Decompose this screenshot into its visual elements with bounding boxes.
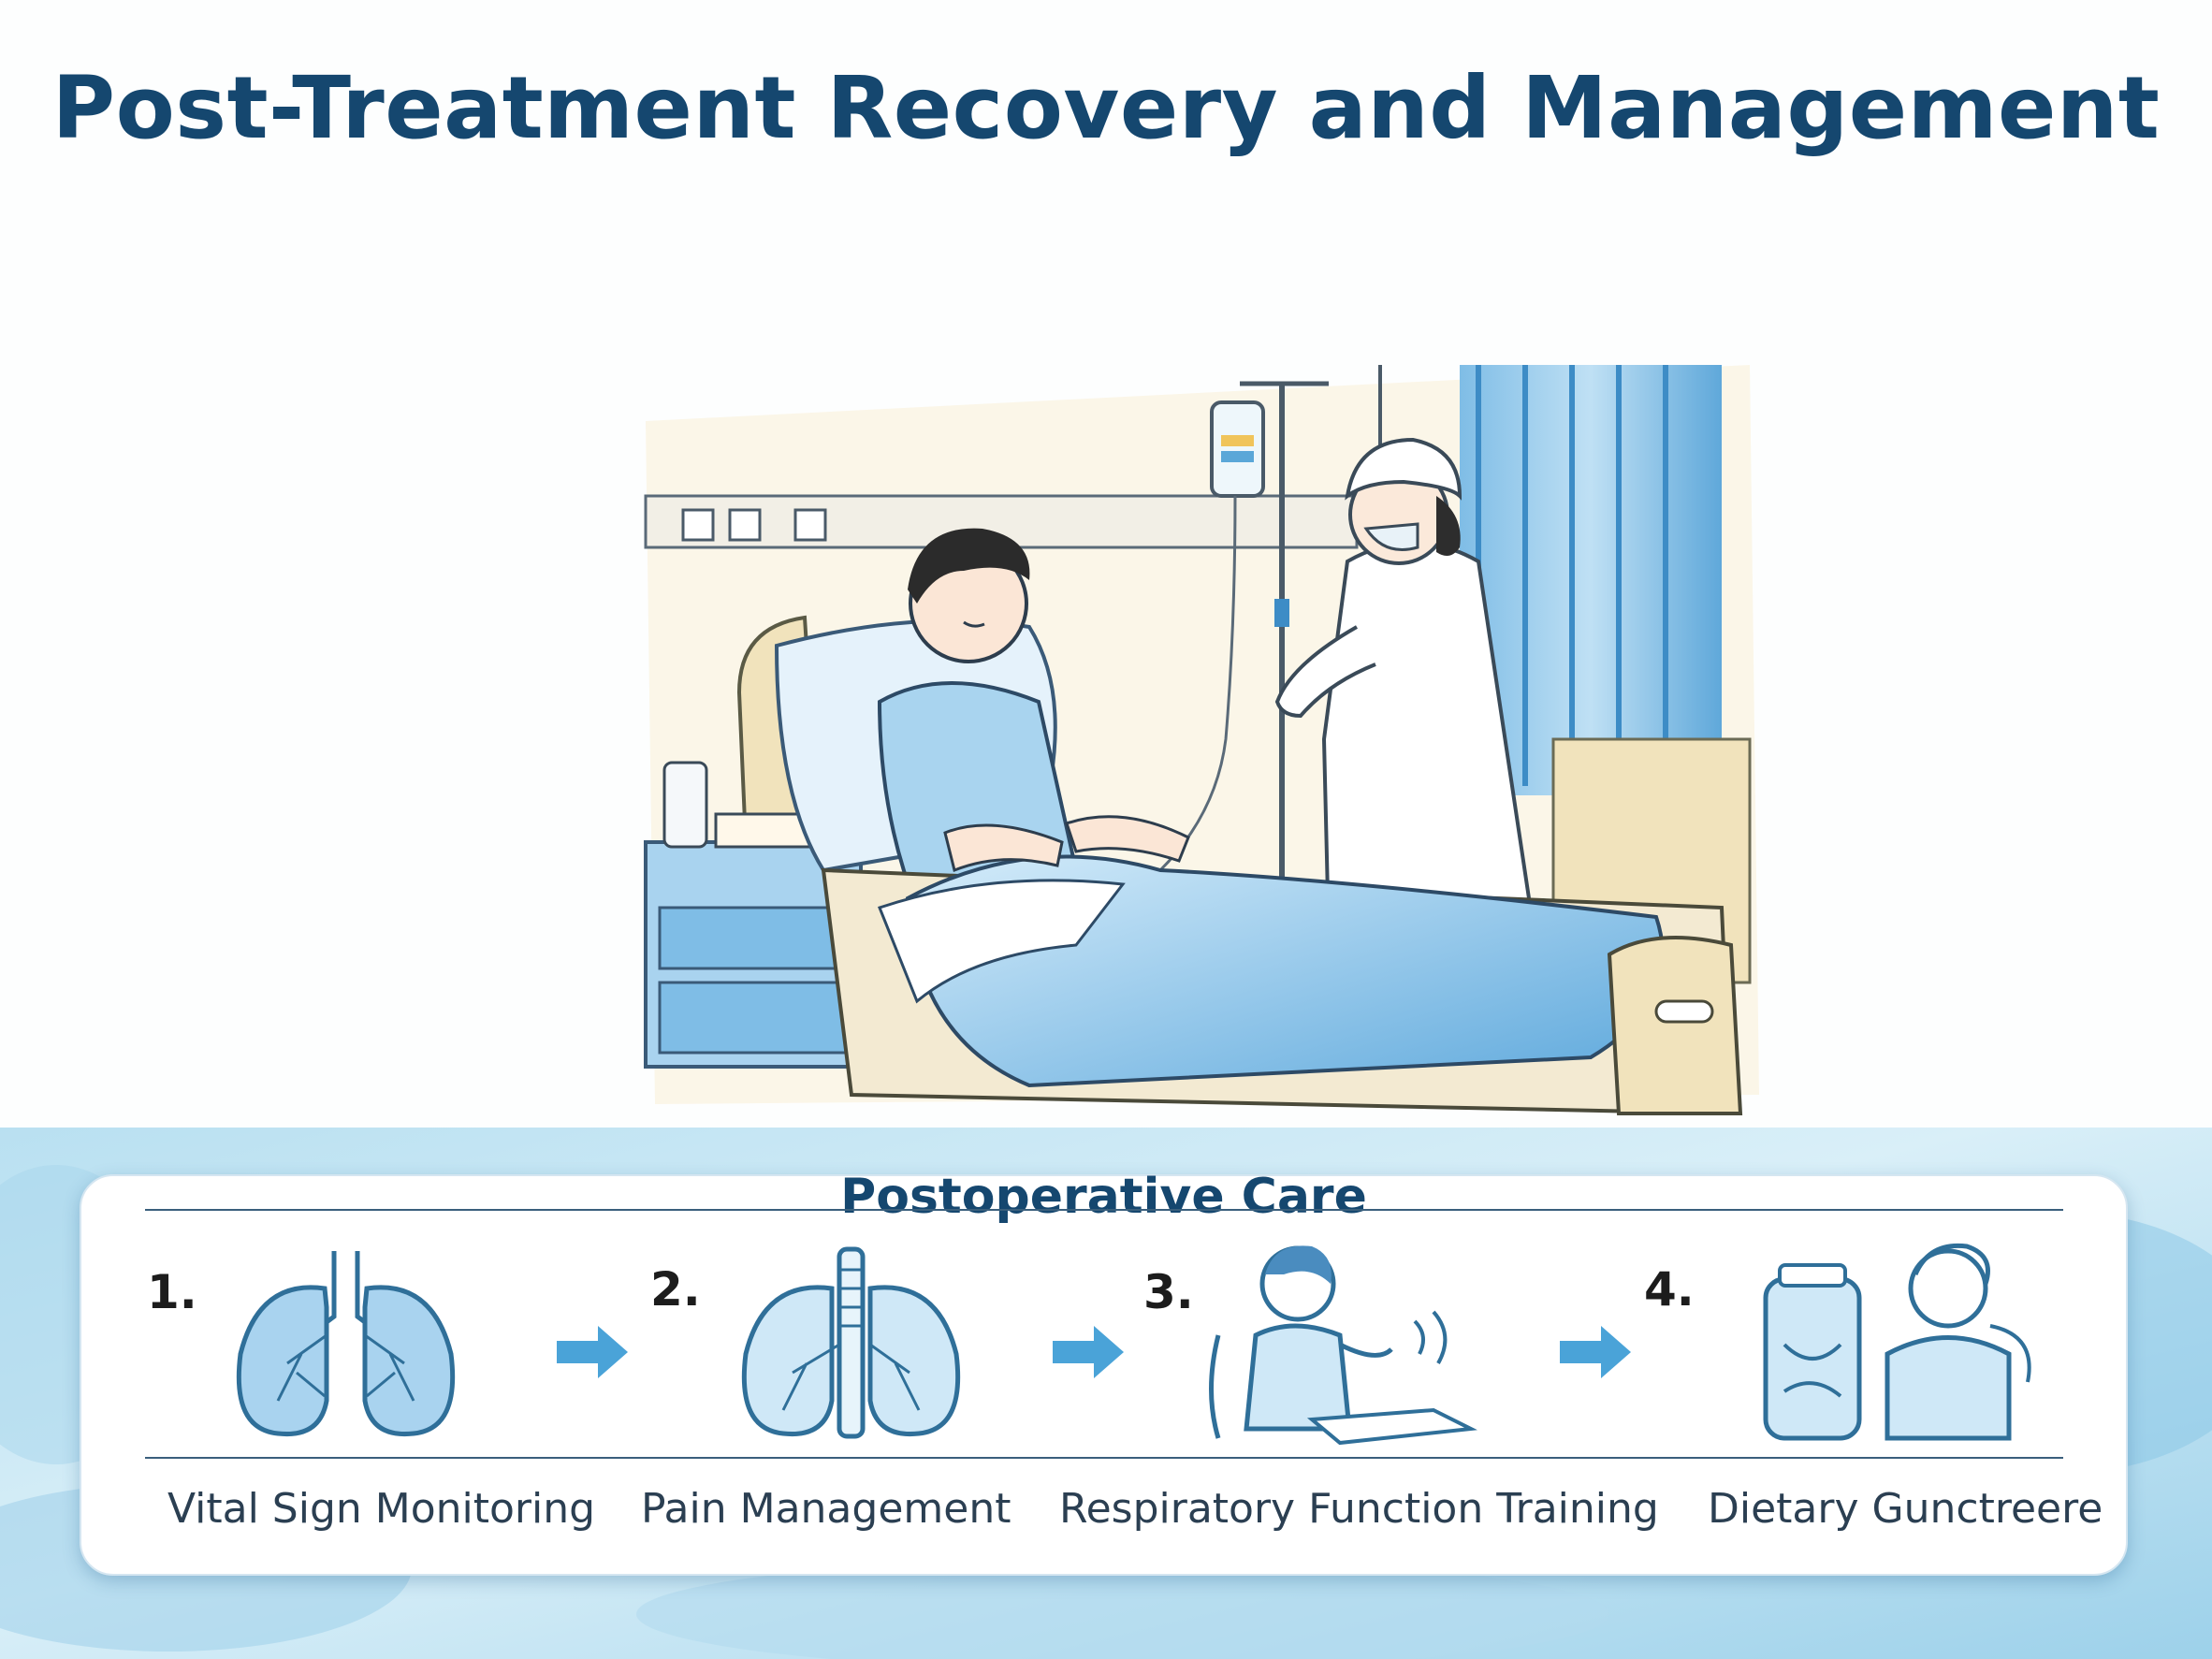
hospital-scene-illustration xyxy=(636,346,1768,1123)
step-arrow-1 xyxy=(557,1326,628,1378)
title-rule xyxy=(145,1209,2063,1211)
lungs-trachea-icon xyxy=(727,1242,975,1443)
step-4-label: Dietary Gunctreere xyxy=(1708,1485,2103,1533)
step-1-number: 1. xyxy=(147,1265,197,1319)
steps-rule xyxy=(145,1457,2063,1459)
step-arrow-3 xyxy=(1560,1326,1631,1378)
step-arrow-2 xyxy=(1053,1326,1124,1378)
lungs-icon xyxy=(222,1242,470,1443)
card-title: Postoperative Care xyxy=(840,1169,1367,1225)
step-2-number: 2. xyxy=(650,1262,701,1317)
page-title: Post-Treatment Recovery and Management xyxy=(51,58,2161,158)
postoperative-care-card: Postoperative Care 1. Vital Sign Monitor… xyxy=(80,1169,2128,1576)
step-3-label: Respiratory Function Training xyxy=(1059,1485,1659,1533)
food-jar-person-icon xyxy=(1747,1232,2084,1448)
step-2-label: Pain Management xyxy=(641,1485,1011,1533)
step-4-number: 4. xyxy=(1644,1262,1695,1317)
step-1-label: Vital Sign Monitoring xyxy=(167,1485,596,1533)
patient-breathing-icon xyxy=(1200,1232,1480,1448)
step-3-number: 3. xyxy=(1143,1265,1194,1319)
